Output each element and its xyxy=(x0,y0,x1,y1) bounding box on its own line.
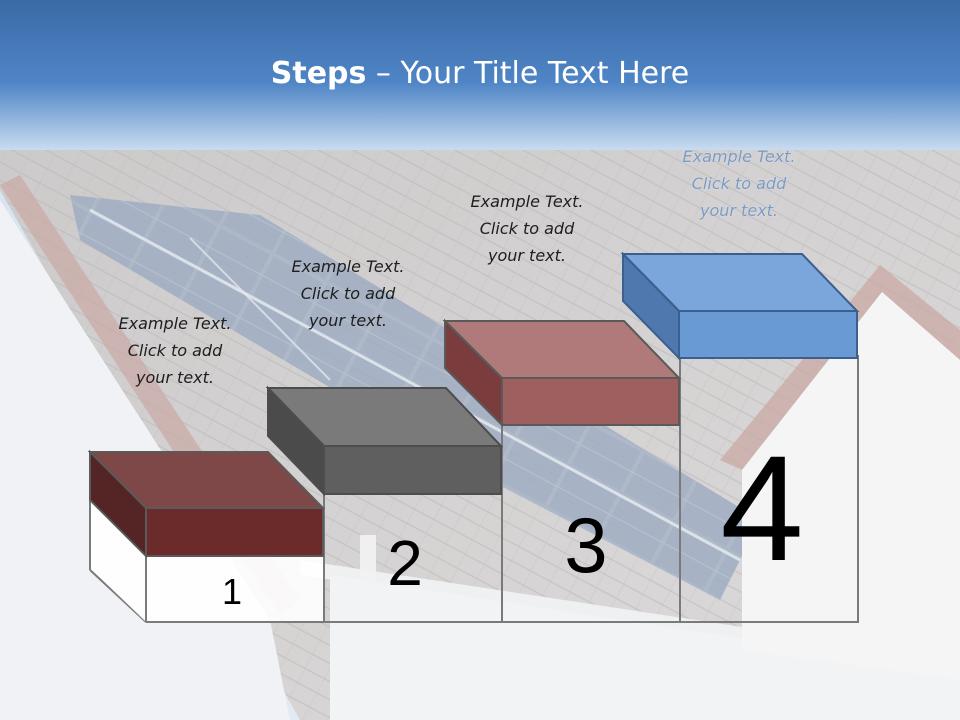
step-2-caption-line: Example Text. xyxy=(291,257,405,276)
step-1-block[interactable] xyxy=(87,449,326,559)
step-1-side xyxy=(91,501,145,621)
step-3-number: 3 xyxy=(564,501,607,589)
step-4-block[interactable] xyxy=(620,251,860,361)
step-4-caption[interactable]: Example Text. Click to add your text. xyxy=(644,143,834,224)
slide-title[interactable]: Steps – Your Title Text Here xyxy=(0,56,960,91)
step-2-caption-line: Click to add xyxy=(300,284,396,303)
step-2-number: 2 xyxy=(387,527,423,599)
step-1-caption[interactable]: Example Text. Click to add your text. xyxy=(80,310,270,391)
step-1-front xyxy=(147,556,323,621)
step-3-caption-line: Click to add xyxy=(479,219,575,238)
step-1-caption-line: Example Text. xyxy=(118,314,232,333)
step-2-block[interactable] xyxy=(265,385,504,497)
title-bold-text: Steps xyxy=(270,56,367,91)
step-3-caption-line: Example Text. xyxy=(470,192,584,211)
step-3-block[interactable] xyxy=(442,318,682,428)
step-3-caption[interactable]: Example Text. Click to add your text. xyxy=(432,188,622,269)
step-4-caption-line: Example Text. xyxy=(682,147,796,166)
step-1-number: 1 xyxy=(222,571,242,612)
step-1-caption-line: your text. xyxy=(135,368,214,387)
title-rest-text: – Your Title Text Here xyxy=(366,56,690,91)
step-2-caption-line: your text. xyxy=(308,311,387,330)
step-3-caption-line: your text. xyxy=(487,246,566,265)
step-2-caption[interactable]: Example Text. Click to add your text. xyxy=(253,253,443,334)
step-1-caption-line: Click to add xyxy=(127,341,223,360)
step-4-caption-line: Click to add xyxy=(691,174,787,193)
step-4-caption-line: your text. xyxy=(699,201,778,220)
step-4-number: 4 xyxy=(720,424,803,592)
